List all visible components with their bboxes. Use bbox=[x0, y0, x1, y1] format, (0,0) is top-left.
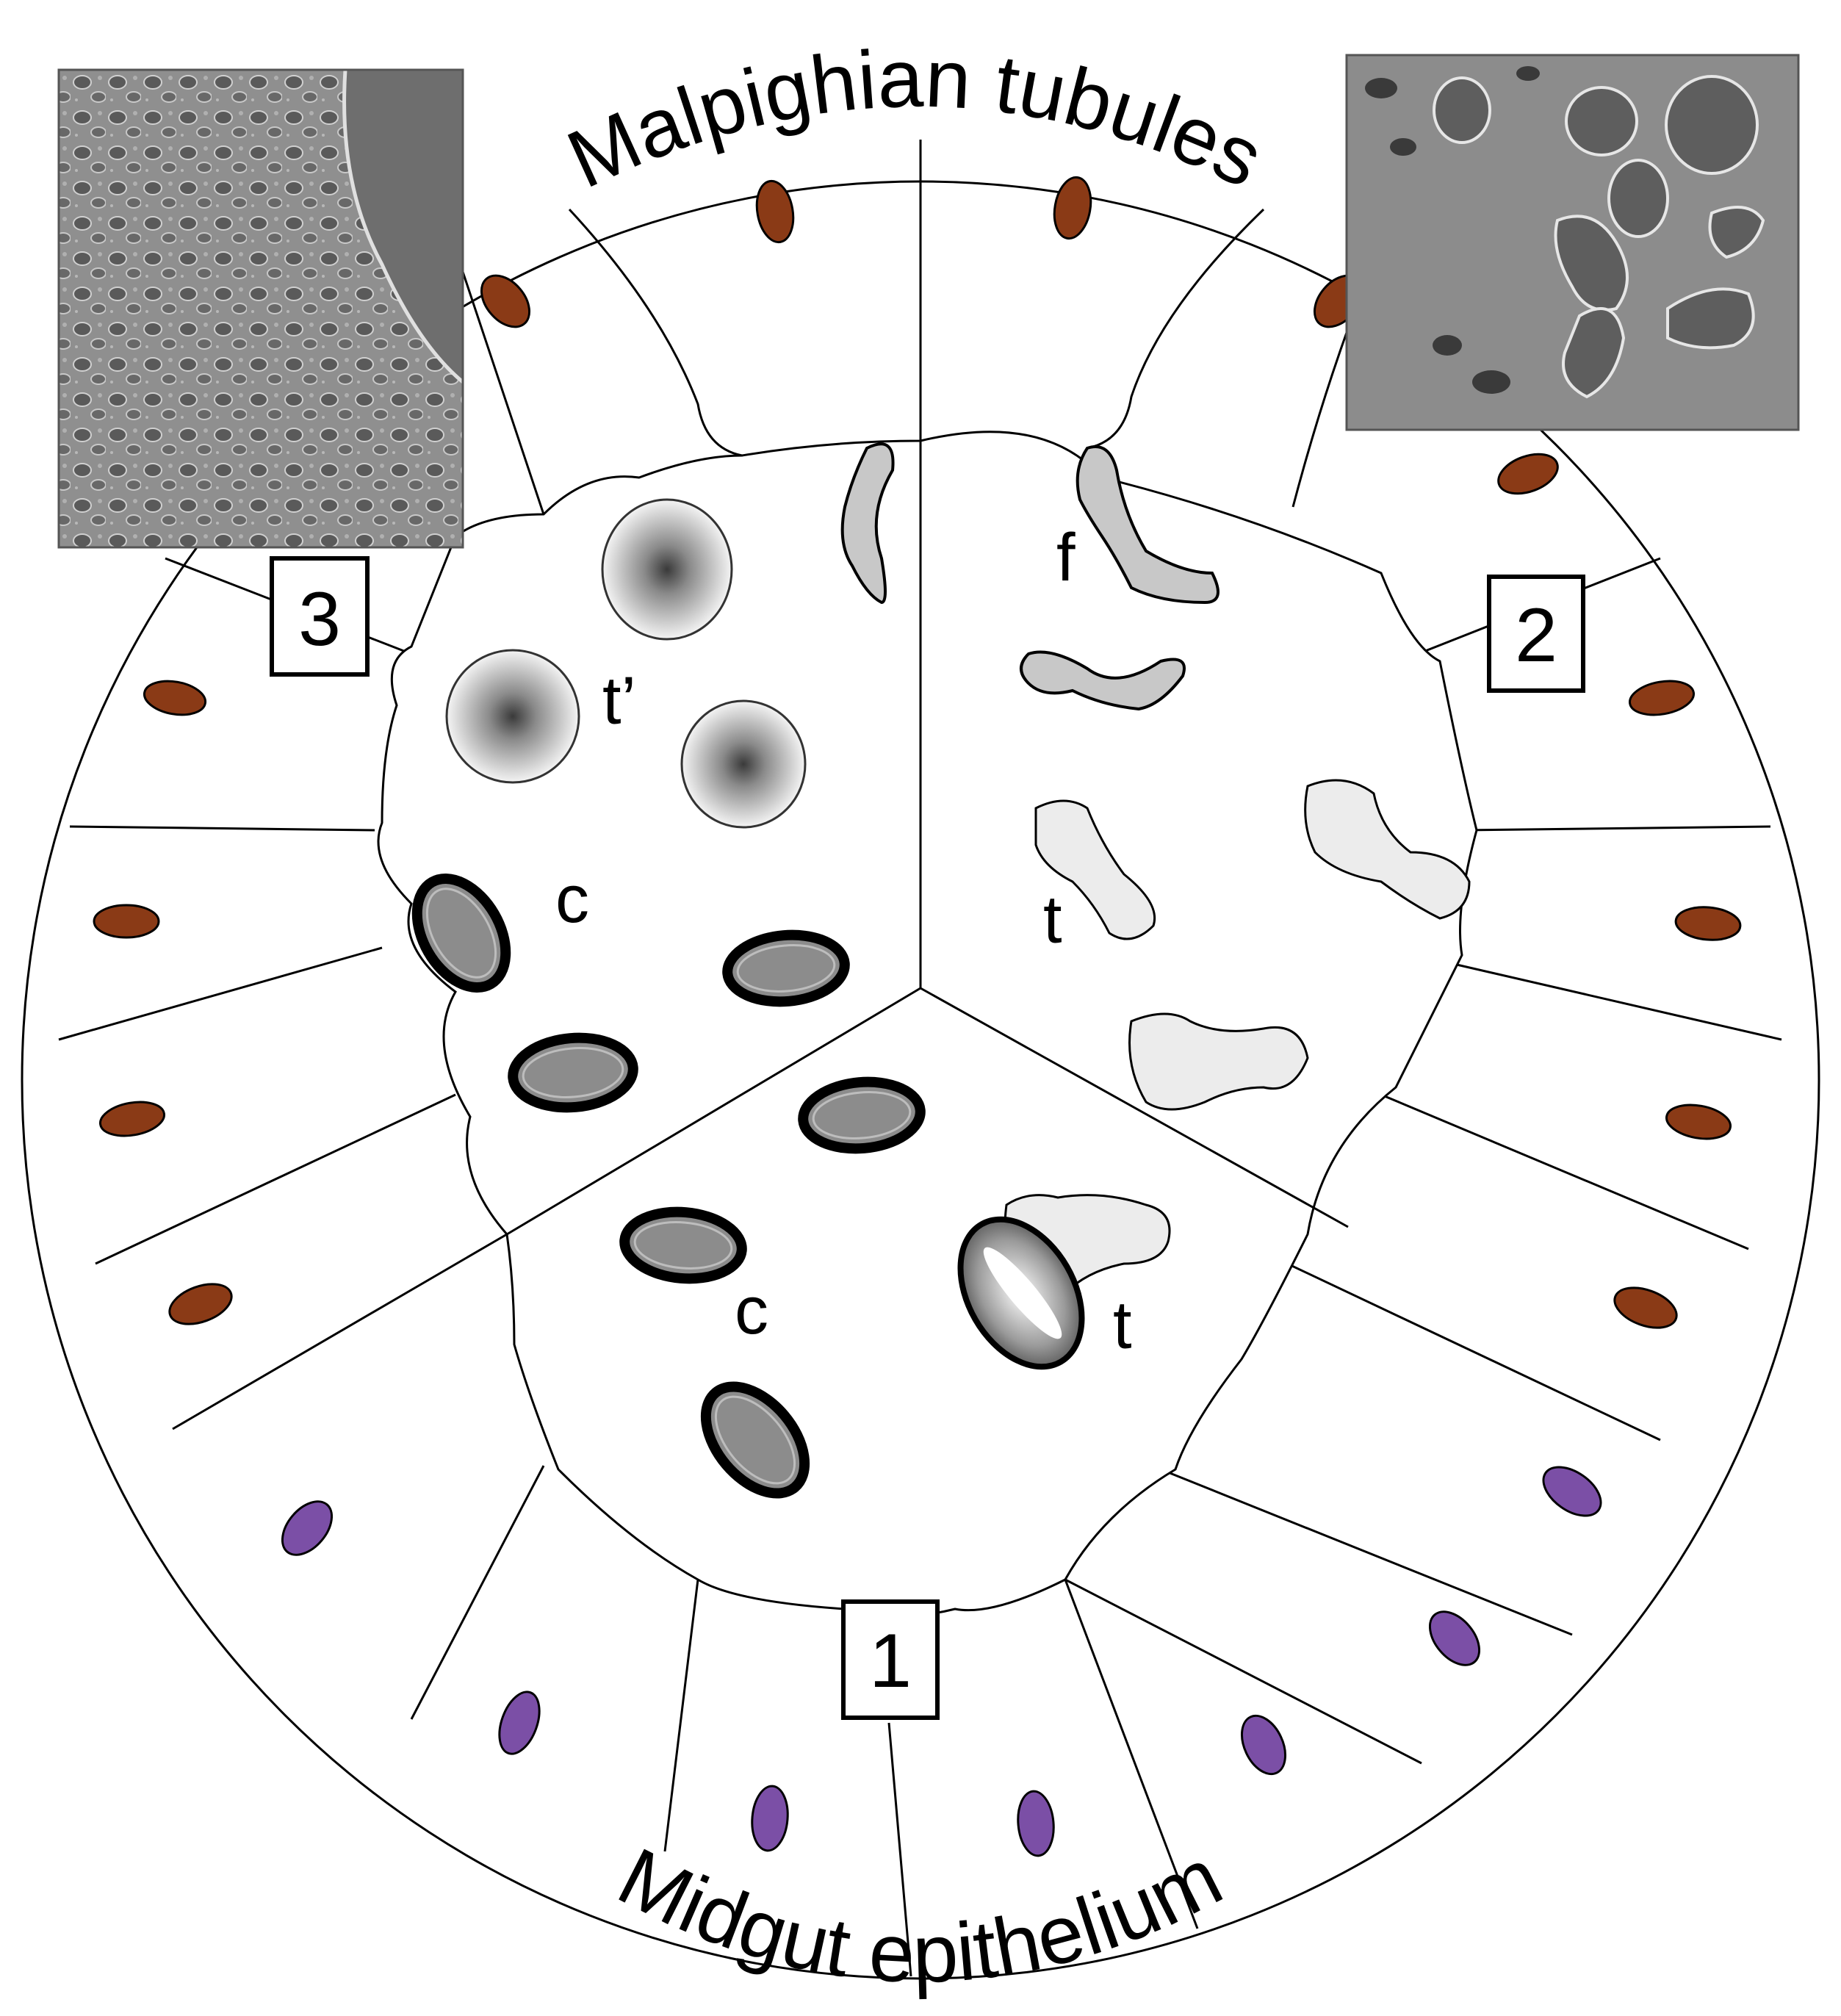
cyst-inner-walls bbox=[425, 888, 912, 1485]
label-c-region1: c bbox=[735, 1273, 768, 1348]
fragments bbox=[840, 442, 1219, 711]
midgut-nucleus bbox=[498, 1691, 541, 1755]
cyst-micrograph-inset bbox=[57, 68, 464, 549]
midgut-nucleus bbox=[281, 1500, 334, 1556]
region-number-1: 1 bbox=[869, 1619, 912, 1704]
tubule-nucleus bbox=[168, 1283, 233, 1325]
cyst bbox=[700, 1381, 810, 1499]
excysting-cyst bbox=[957, 1216, 1085, 1370]
fragment bbox=[1076, 445, 1219, 605]
tubule-nucleus bbox=[480, 274, 531, 328]
tubule-nucleus bbox=[1053, 176, 1092, 240]
label-t-prime: t’ bbox=[602, 663, 636, 738]
tubule-nucleus bbox=[1613, 1286, 1678, 1329]
tubule-nucleus bbox=[1497, 453, 1559, 495]
rounded-trophozoite bbox=[680, 699, 807, 829]
cyst bbox=[411, 874, 511, 993]
tubule-nucleus bbox=[143, 680, 207, 716]
title-top: Malpighian tubules bbox=[555, 32, 1277, 206]
tubule-nuclei bbox=[93, 176, 1742, 1329]
region-1-box: 1 bbox=[841, 1599, 940, 1720]
label-c-region3: c bbox=[555, 862, 589, 937]
fragment bbox=[1020, 650, 1186, 711]
gut-lumen-outline bbox=[377, 431, 1478, 1618]
region-2-box: 2 bbox=[1487, 575, 1585, 693]
sector-dividers bbox=[506, 140, 1349, 1236]
tubule-nucleus bbox=[1674, 906, 1742, 941]
tubule-nucleus bbox=[755, 179, 795, 244]
epithelial-cell-boundaries bbox=[58, 208, 1782, 1977]
midgut-nucleus bbox=[1542, 1466, 1602, 1517]
rounded-trophozoite bbox=[445, 649, 580, 784]
midgut-nucleus bbox=[1017, 1790, 1055, 1857]
tubule-nucleus bbox=[1665, 1104, 1732, 1140]
tubule-nucleus bbox=[93, 904, 160, 939]
midgut-nuclei bbox=[281, 1466, 1602, 1857]
midgut-nucleus bbox=[1240, 1714, 1287, 1776]
trophozoite bbox=[1304, 779, 1471, 920]
region-3-box: 3 bbox=[270, 556, 370, 677]
midgut-nucleus bbox=[1428, 1610, 1481, 1666]
label-f: f bbox=[1056, 520, 1076, 595]
label-t-region2: t bbox=[1043, 882, 1062, 957]
tubule-nucleus bbox=[99, 1101, 165, 1137]
rounded-trophozoites bbox=[445, 498, 807, 829]
trophozoite bbox=[1034, 799, 1156, 940]
region-number-3: 3 bbox=[298, 577, 341, 662]
region-number-2: 2 bbox=[1515, 593, 1557, 678]
midgut-nucleus bbox=[751, 1785, 789, 1852]
rounded-trophozoite bbox=[601, 498, 733, 641]
fragment bbox=[840, 442, 895, 605]
trophozoite-micrograph-inset bbox=[1345, 54, 1800, 431]
tubule-nucleus bbox=[1629, 680, 1695, 716]
trophozoite bbox=[1128, 1012, 1309, 1111]
label-t-region1: t bbox=[1113, 1288, 1132, 1363]
